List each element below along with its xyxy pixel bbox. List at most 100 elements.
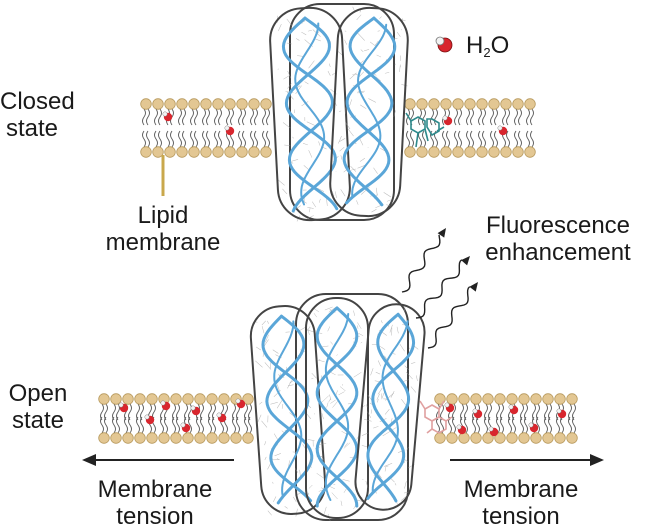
fluor-line1: Fluorescence (470, 212, 646, 239)
lipid-head (171, 394, 182, 405)
lipid-head (207, 433, 218, 444)
lipid-head (99, 433, 110, 444)
water-o: O (491, 32, 510, 59)
lipid-head (225, 147, 236, 158)
dna-helix-bundle (269, 6, 352, 222)
open-dna-nanopore (249, 294, 428, 521)
membrane-tension-right-label: Membrane tension (446, 476, 596, 530)
lipid-head (555, 394, 566, 405)
lipid-head (261, 99, 272, 110)
lipid-head (519, 394, 530, 405)
water-molecule-icon (498, 126, 507, 135)
lipid-line1: Lipid (90, 202, 236, 229)
lipid-head (159, 433, 170, 444)
tension-arrow-right (450, 454, 604, 466)
lipid-head (519, 433, 530, 444)
lipid-head (219, 394, 230, 405)
lipid-head (141, 147, 152, 158)
lipid-head (555, 433, 566, 444)
lipid-head (459, 433, 470, 444)
lipid-head (543, 433, 554, 444)
dna-helix-bundle (329, 6, 412, 218)
arrowhead (469, 282, 478, 292)
lipid-head (213, 147, 224, 158)
lipid-head (237, 147, 248, 158)
barrel-outline (353, 302, 427, 512)
lipid-head (201, 99, 212, 110)
lipid-head (219, 433, 230, 444)
lipid-head (177, 147, 188, 158)
lipid-head (453, 99, 464, 110)
lipid-head (465, 99, 476, 110)
lipid-head (135, 433, 146, 444)
lipid-head (441, 147, 452, 158)
lipid-head (195, 433, 206, 444)
lipid-head (471, 394, 482, 405)
tension-right-line2: tension (446, 503, 596, 530)
wavy-emission-arrow-icon (428, 287, 470, 348)
lipid-head (183, 433, 194, 444)
lipid-head (417, 99, 428, 110)
barrel-outline (249, 304, 327, 516)
lipid-head (447, 433, 458, 444)
lipid-head (237, 99, 248, 110)
lipid-head (429, 147, 440, 158)
closed-lipid-bilayer (141, 99, 536, 158)
lipid-head (201, 147, 212, 158)
arrowhead (461, 256, 470, 265)
lipid-head (165, 99, 176, 110)
dna-helix-bundle (353, 302, 428, 512)
lipid-head (477, 99, 488, 110)
lipid-head (231, 433, 242, 444)
lipid-head (489, 99, 500, 110)
lipid-membrane-label: Lipid membrane (90, 202, 236, 256)
wavy-emission-arrow-icon (402, 235, 440, 292)
water-molecule-icon (163, 112, 172, 121)
lipid-head (141, 99, 152, 110)
lipid-head (123, 433, 134, 444)
lipid-head (189, 99, 200, 110)
lipid-head (513, 147, 524, 158)
lipid-head (471, 433, 482, 444)
lipid-head (123, 394, 134, 405)
lipid-head (147, 394, 158, 405)
lipid-head (489, 147, 500, 158)
lipid-head (453, 147, 464, 158)
lipid-line2: membrane (90, 229, 236, 256)
tension-left-line1: Membrane (80, 476, 230, 503)
lipid-head (153, 99, 164, 110)
water-molecule-icon (473, 409, 482, 418)
lipid-head (507, 394, 518, 405)
lipid-head (189, 147, 200, 158)
water-molecule-legend-icon (436, 37, 452, 52)
water-molecules (119, 112, 566, 436)
lipid-head (99, 394, 110, 405)
lipid-head (195, 394, 206, 405)
lipid-head (249, 147, 260, 158)
tension-right-line1: Membrane (446, 476, 596, 503)
lipid-head (531, 433, 542, 444)
water-molecule-icon (161, 401, 170, 410)
lipid-head (135, 394, 146, 405)
lipid-head (507, 433, 518, 444)
lipid-head (441, 99, 452, 110)
membrane-tension-left-label: Membrane tension (80, 476, 230, 530)
open-state-line1: Open (2, 380, 74, 407)
open-state-line2: state (2, 407, 74, 434)
closed-state-label: Closed state (0, 88, 64, 142)
water-molecule-icon (509, 405, 518, 414)
water-molecule-icon (443, 116, 452, 125)
lipid-head (243, 433, 254, 444)
closed-dna-nanopore (269, 4, 412, 222)
lipid-head (147, 433, 158, 444)
tension-arrow-left (82, 454, 234, 466)
fluorescence-enhancement-label: Fluorescence enhancement (470, 212, 646, 266)
fluor-line2: enhancement (470, 239, 646, 266)
closed-state-line1: Closed (0, 88, 64, 115)
open-state-label: Open state (2, 380, 74, 434)
lipid-head (525, 147, 536, 158)
lipid-head (111, 394, 122, 405)
lipid-head (567, 394, 578, 405)
lipid-head (165, 147, 176, 158)
lipid-head (543, 394, 554, 405)
